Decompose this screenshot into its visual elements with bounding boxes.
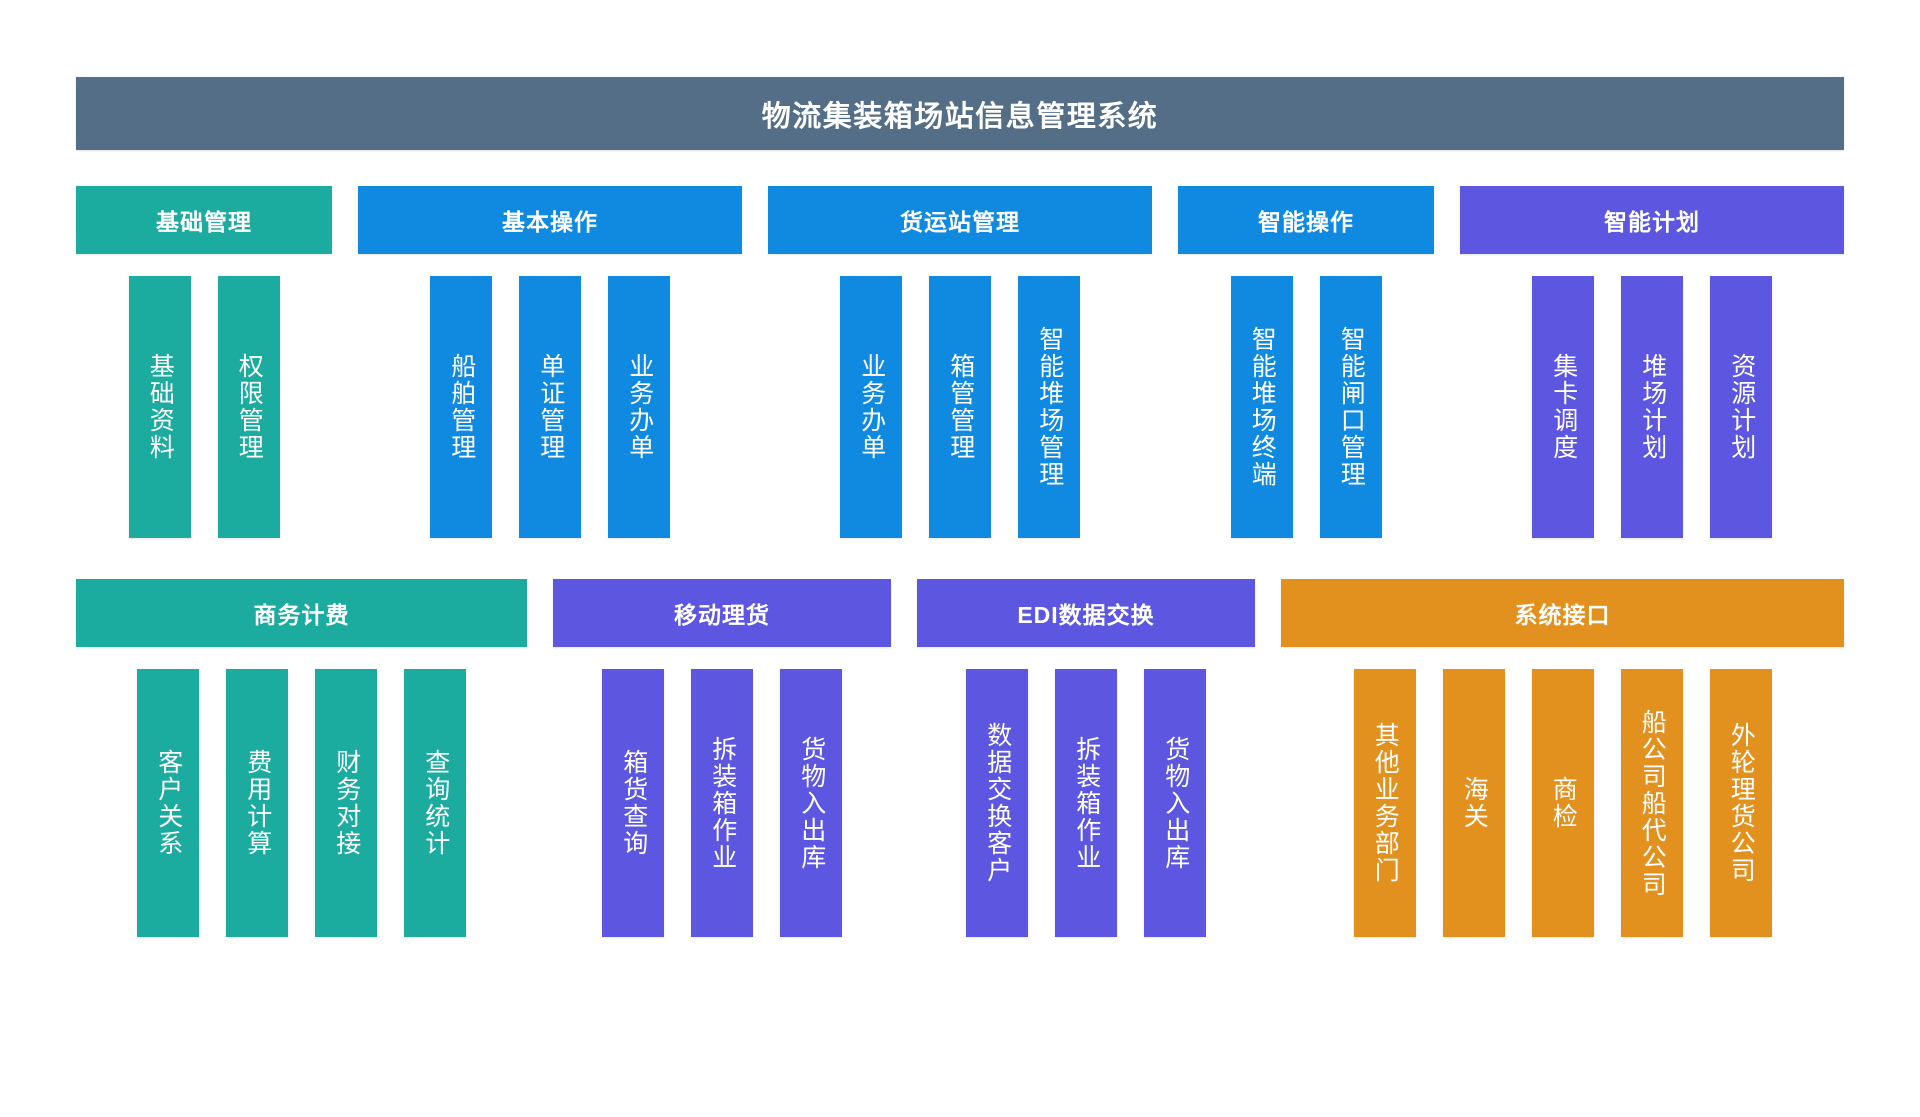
group-items-EDI数据交换: 数据交换客户 拆装箱作业 货物入出库 bbox=[917, 669, 1255, 937]
item-card-label: 权限管理 bbox=[235, 353, 264, 461]
group-基础管理: 基础管理基础资料 权限管理 bbox=[76, 186, 332, 538]
item-card-label: 其他业务部门 bbox=[1371, 722, 1400, 884]
group-header-label: 货运站管理 bbox=[900, 209, 1020, 235]
group-items-基础管理: 基础资料 权限管理 bbox=[76, 276, 332, 538]
group-header-label: 系统接口 bbox=[1514, 602, 1611, 628]
item-card-label: 数据交换客户 bbox=[983, 722, 1012, 884]
item-card-资源计划[interactable]: 资源计划 bbox=[1710, 276, 1772, 538]
item-card-箱货查询[interactable]: 箱货查询 bbox=[602, 669, 664, 937]
group-row-1: 基础管理基础资料 权限管理 基本操作船舶管理 单证管理 业务办单 货运站管理业务办单 箱管管… bbox=[76, 186, 1844, 538]
item-card-拆装箱作业[interactable]: 拆装箱作业 bbox=[1055, 669, 1117, 937]
page-title: 物流集装箱场站信息管理系统 bbox=[761, 100, 1159, 133]
item-card-业务办单[interactable]: 业务办单 bbox=[840, 276, 902, 538]
group-header-移动理货[interactable]: 移动理货 bbox=[553, 579, 891, 647]
group-items-系统接口: 其他业务部门 海关 商检 船公司船代公司 外轮理货公司 bbox=[1281, 669, 1844, 937]
group-header-label: 移动理货 bbox=[674, 602, 770, 628]
item-card-数据交换客户[interactable]: 数据交换客户 bbox=[966, 669, 1028, 937]
group-header-智能操作[interactable]: 智能操作 bbox=[1178, 186, 1434, 254]
item-card-label: 业务办单 bbox=[857, 353, 886, 461]
item-card-label: 船公司船代公司 bbox=[1638, 708, 1667, 898]
item-card-label: 智能闸口管理 bbox=[1337, 326, 1366, 488]
group-header-label: 智能计划 bbox=[1604, 209, 1700, 235]
item-card-智能堆场终端[interactable]: 智能堆场终端 bbox=[1230, 276, 1293, 538]
diagram-canvas: 物流集装箱场站信息管理系统 基础管理基础资料 权限管理 基本操作船舶管理 单证管理 业务… bbox=[0, 77, 1920, 1117]
group-items-智能计划: 集卡调度 堆场计划 资源计划 bbox=[1460, 276, 1844, 538]
item-card-label: 船舶管理 bbox=[447, 353, 476, 461]
group-header-label: 智能操作 bbox=[1258, 209, 1354, 235]
group-items-货运站管理: 业务办单 箱管管理 智能堆场管理 bbox=[768, 276, 1152, 538]
item-card-label: 财务对接 bbox=[332, 749, 361, 857]
item-card-label: 客户关系 bbox=[154, 749, 183, 857]
group-header-商务计费[interactable]: 商务计费 bbox=[76, 579, 527, 647]
item-card-拆装箱作业[interactable]: 拆装箱作业 bbox=[691, 669, 753, 937]
item-card-label: 集卡调度 bbox=[1549, 353, 1578, 461]
group-header-智能计划[interactable]: 智能计划 bbox=[1460, 186, 1844, 254]
group-智能操作: 智能操作智能堆场终端 智能闸口管理 bbox=[1178, 186, 1434, 538]
item-card-label: 资源计划 bbox=[1727, 353, 1756, 461]
group-header-基础管理[interactable]: 基础管理 bbox=[76, 186, 332, 254]
item-card-智能堆场管理[interactable]: 智能堆场管理 bbox=[1018, 276, 1080, 538]
group-items-移动理货: 箱货查询 拆装箱作业 货物入出库 bbox=[553, 669, 891, 937]
item-card-权限管理[interactable]: 权限管理 bbox=[217, 276, 280, 538]
item-card-label: 箱管管理 bbox=[946, 353, 975, 461]
item-card-箱管管理[interactable]: 箱管管理 bbox=[929, 276, 991, 538]
item-card-查询统计[interactable]: 查询统计 bbox=[404, 669, 466, 937]
group-EDI数据交换: EDI数据交换数据交换客户 拆装箱作业 货物入出库 bbox=[917, 579, 1255, 937]
item-card-单证管理[interactable]: 单证管理 bbox=[519, 276, 581, 538]
item-card-货物入出库[interactable]: 货物入出库 bbox=[1144, 669, 1206, 937]
item-card-label: 智能堆场终端 bbox=[1248, 326, 1277, 488]
item-card-label: 业务办单 bbox=[625, 353, 654, 461]
item-card-label: 外轮理货公司 bbox=[1727, 722, 1756, 884]
group-header-货运站管理[interactable]: 货运站管理 bbox=[768, 186, 1152, 254]
item-card-label: 商检 bbox=[1549, 776, 1578, 830]
item-card-label: 单证管理 bbox=[536, 353, 565, 461]
item-card-业务办单[interactable]: 业务办单 bbox=[608, 276, 670, 538]
group-系统接口: 系统接口其他业务部门 海关 商检 船公司船代公司 外轮理货公司 bbox=[1281, 579, 1844, 937]
item-card-船公司船代公司[interactable]: 船公司船代公司 bbox=[1620, 669, 1683, 937]
item-card-label: 海关 bbox=[1460, 776, 1489, 830]
item-card-费用计算[interactable]: 费用计算 bbox=[226, 669, 288, 937]
item-card-label: 箱货查询 bbox=[619, 749, 648, 857]
group-header-EDI数据交换[interactable]: EDI数据交换 bbox=[917, 579, 1255, 647]
group-items-智能操作: 智能堆场终端 智能闸口管理 bbox=[1178, 276, 1434, 538]
item-card-海关[interactable]: 海关 bbox=[1442, 669, 1505, 937]
item-card-外轮理货公司[interactable]: 外轮理货公司 bbox=[1709, 669, 1772, 937]
item-card-label: 堆场计划 bbox=[1638, 353, 1667, 461]
item-card-label: 基础资料 bbox=[146, 353, 175, 461]
group-移动理货: 移动理货箱货查询 拆装箱作业 货物入出库 bbox=[553, 579, 891, 937]
item-card-label: 拆装箱作业 bbox=[1072, 735, 1101, 871]
group-items-商务计费: 客户关系 费用计算 财务对接 查询统计 bbox=[76, 669, 527, 937]
group-货运站管理: 货运站管理业务办单 箱管管理 智能堆场管理 bbox=[768, 186, 1152, 538]
group-items-基本操作: 船舶管理 单证管理 业务办单 bbox=[358, 276, 742, 538]
group-商务计费: 商务计费客户关系 费用计算 财务对接 查询统计 bbox=[76, 579, 527, 937]
item-card-label: 费用计算 bbox=[243, 749, 272, 857]
item-card-客户关系[interactable]: 客户关系 bbox=[137, 669, 199, 937]
item-card-堆场计划[interactable]: 堆场计划 bbox=[1621, 276, 1683, 538]
group-智能计划: 智能计划集卡调度 堆场计划 资源计划 bbox=[1460, 186, 1844, 538]
item-card-商检[interactable]: 商检 bbox=[1531, 669, 1594, 937]
system-title-bar: 物流集装箱场站信息管理系统 bbox=[76, 77, 1844, 150]
item-card-label: 查询统计 bbox=[421, 749, 450, 857]
item-card-label: 货物入出库 bbox=[797, 735, 826, 871]
item-card-集卡调度[interactable]: 集卡调度 bbox=[1532, 276, 1594, 538]
item-card-label: 拆装箱作业 bbox=[708, 735, 737, 871]
group-header-基本操作[interactable]: 基本操作 bbox=[358, 186, 742, 254]
group-header-label: 基本操作 bbox=[502, 209, 598, 235]
item-card-船舶管理[interactable]: 船舶管理 bbox=[430, 276, 492, 538]
group-基本操作: 基本操作船舶管理 单证管理 业务办单 bbox=[358, 186, 742, 538]
item-card-财务对接[interactable]: 财务对接 bbox=[315, 669, 377, 937]
item-card-基础资料[interactable]: 基础资料 bbox=[128, 276, 191, 538]
group-header-label: EDI数据交换 bbox=[1017, 602, 1155, 628]
group-header-label: 基础管理 bbox=[156, 209, 252, 235]
item-card-智能闸口管理[interactable]: 智能闸口管理 bbox=[1319, 276, 1382, 538]
item-card-货物入出库[interactable]: 货物入出库 bbox=[780, 669, 842, 937]
group-header-label: 商务计费 bbox=[253, 602, 350, 628]
group-header-系统接口[interactable]: 系统接口 bbox=[1281, 579, 1844, 647]
item-card-label: 货物入出库 bbox=[1161, 735, 1190, 871]
item-card-label: 智能堆场管理 bbox=[1035, 326, 1064, 488]
item-card-其他业务部门[interactable]: 其他业务部门 bbox=[1353, 669, 1416, 937]
